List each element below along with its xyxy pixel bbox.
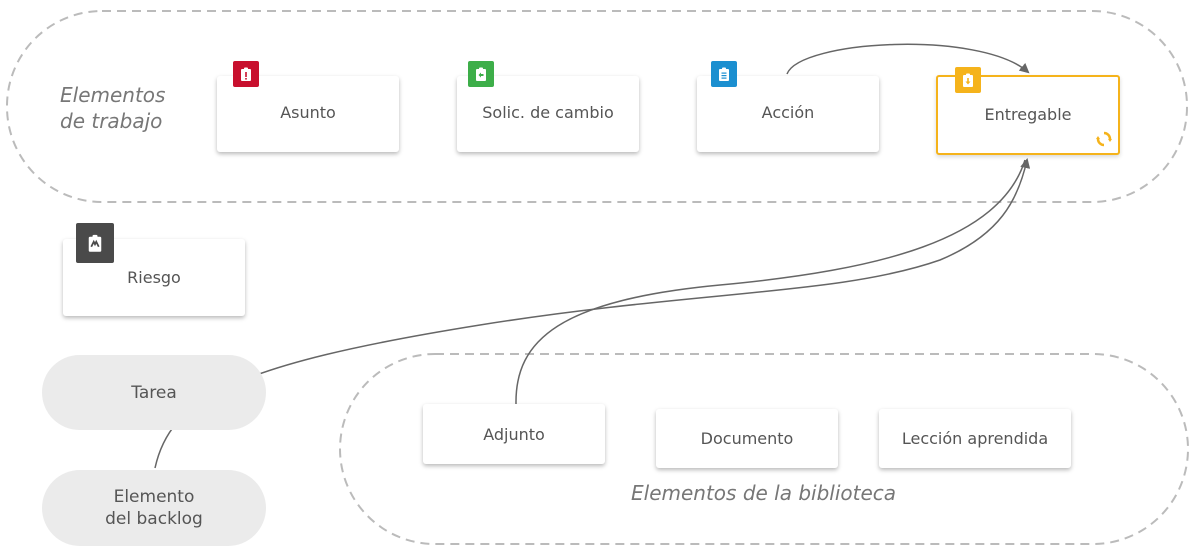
connector-accion-to-entregable: [786, 43, 1030, 75]
card-asunto-label: Asunto: [280, 102, 336, 122]
card-adjunto-label: Adjunto: [483, 424, 545, 444]
work-items-label-line1: Elementos: [60, 83, 166, 107]
card-asunto[interactable]: Asunto: [217, 76, 399, 152]
sync-icon[interactable]: [1095, 130, 1113, 148]
card-solicitud-label: Solic. de cambio: [482, 102, 614, 122]
card-accion-label: Acción: [761, 102, 815, 122]
pill-backlog-label-line1: Elemento: [113, 487, 195, 507]
pill-tarea-label: Tarea: [131, 382, 177, 403]
work-items-label-line2: de trabajo: [60, 109, 163, 133]
card-leccion-label: Lección aprendida: [901, 429, 1049, 448]
pill-tarea[interactable]: Tarea: [42, 355, 266, 430]
pill-elemento-backlog[interactable]: Elemento del backlog: [42, 470, 266, 546]
connector-adjunto-to-entregable: [515, 159, 1026, 405]
work-items-group-outline: [6, 10, 1188, 203]
card-leccion-aprendida[interactable]: Lección aprendida: [879, 409, 1071, 468]
card-entregable-label: Entregable: [984, 104, 1072, 124]
card-documento-label: Documento: [700, 429, 794, 448]
library-items-group-label: Elementos de la biblioteca: [631, 481, 897, 505]
list-clipboard-icon: [711, 61, 737, 87]
card-adjunto[interactable]: Adjunto: [423, 404, 605, 464]
download-clipboard-icon: [955, 67, 981, 93]
library-items-group-outline: [339, 353, 1189, 545]
pill-backlog-label-line2: del backlog: [105, 509, 203, 529]
alert-clipboard-icon: [233, 61, 259, 87]
card-documento[interactable]: Documento: [656, 409, 838, 468]
card-accion[interactable]: Acción: [697, 76, 879, 152]
change-clipboard-icon: [468, 61, 494, 87]
work-items-group-label: Elementos de trabajo: [60, 82, 165, 134]
risk-clipboard-icon: [76, 223, 114, 263]
card-riesgo-label: Riesgo: [127, 268, 181, 287]
card-solicitud-cambio[interactable]: Solic. de cambio: [457, 76, 639, 152]
